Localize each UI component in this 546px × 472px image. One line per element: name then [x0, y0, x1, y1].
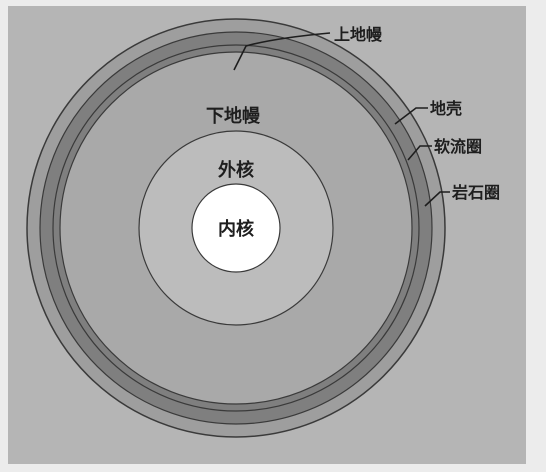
- label-lithosphere: 岩石圈: [451, 183, 500, 202]
- label-asthenosphere: 软流圈: [434, 137, 482, 156]
- label-outer-core: 外核: [218, 159, 254, 181]
- label-crust: 地壳: [430, 99, 462, 118]
- leader-lines: [233, 32, 450, 207]
- asthenosphere-leader: [407, 145, 432, 161]
- label-upper-mantle: 上地幔: [334, 25, 383, 44]
- crust-leader: [394, 107, 428, 125]
- asthenosphere-band: [52, 44, 420, 412]
- upper-mantle-leader: [233, 32, 331, 71]
- inner-core-layer: [191, 183, 281, 273]
- label-inner-core: 内核: [218, 218, 254, 240]
- lithosphere-leader: [424, 191, 450, 207]
- label-lower-mantle: 下地幔: [206, 105, 261, 127]
